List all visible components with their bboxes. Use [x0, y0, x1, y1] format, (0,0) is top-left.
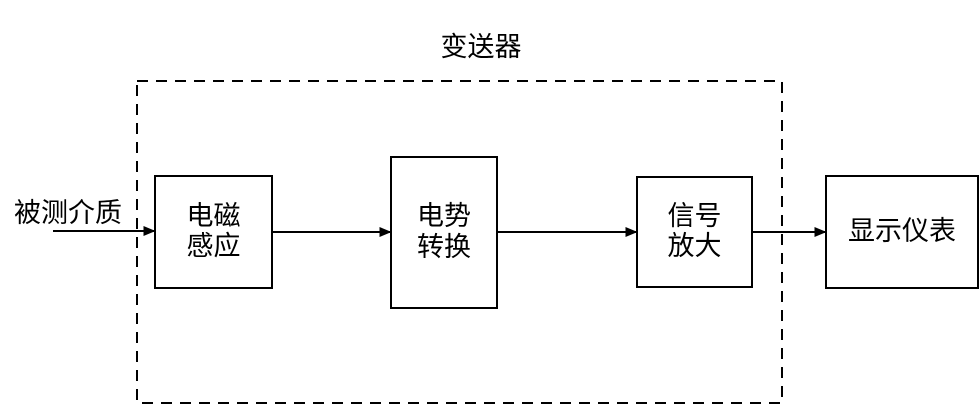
block-electromagnetic-induction: [154, 175, 273, 289]
block-potential-conversion: [390, 156, 498, 309]
block-display-instrument: [825, 175, 979, 289]
transmitter-enclosure: [136, 80, 783, 404]
block-signal-amplification: [636, 176, 753, 288]
